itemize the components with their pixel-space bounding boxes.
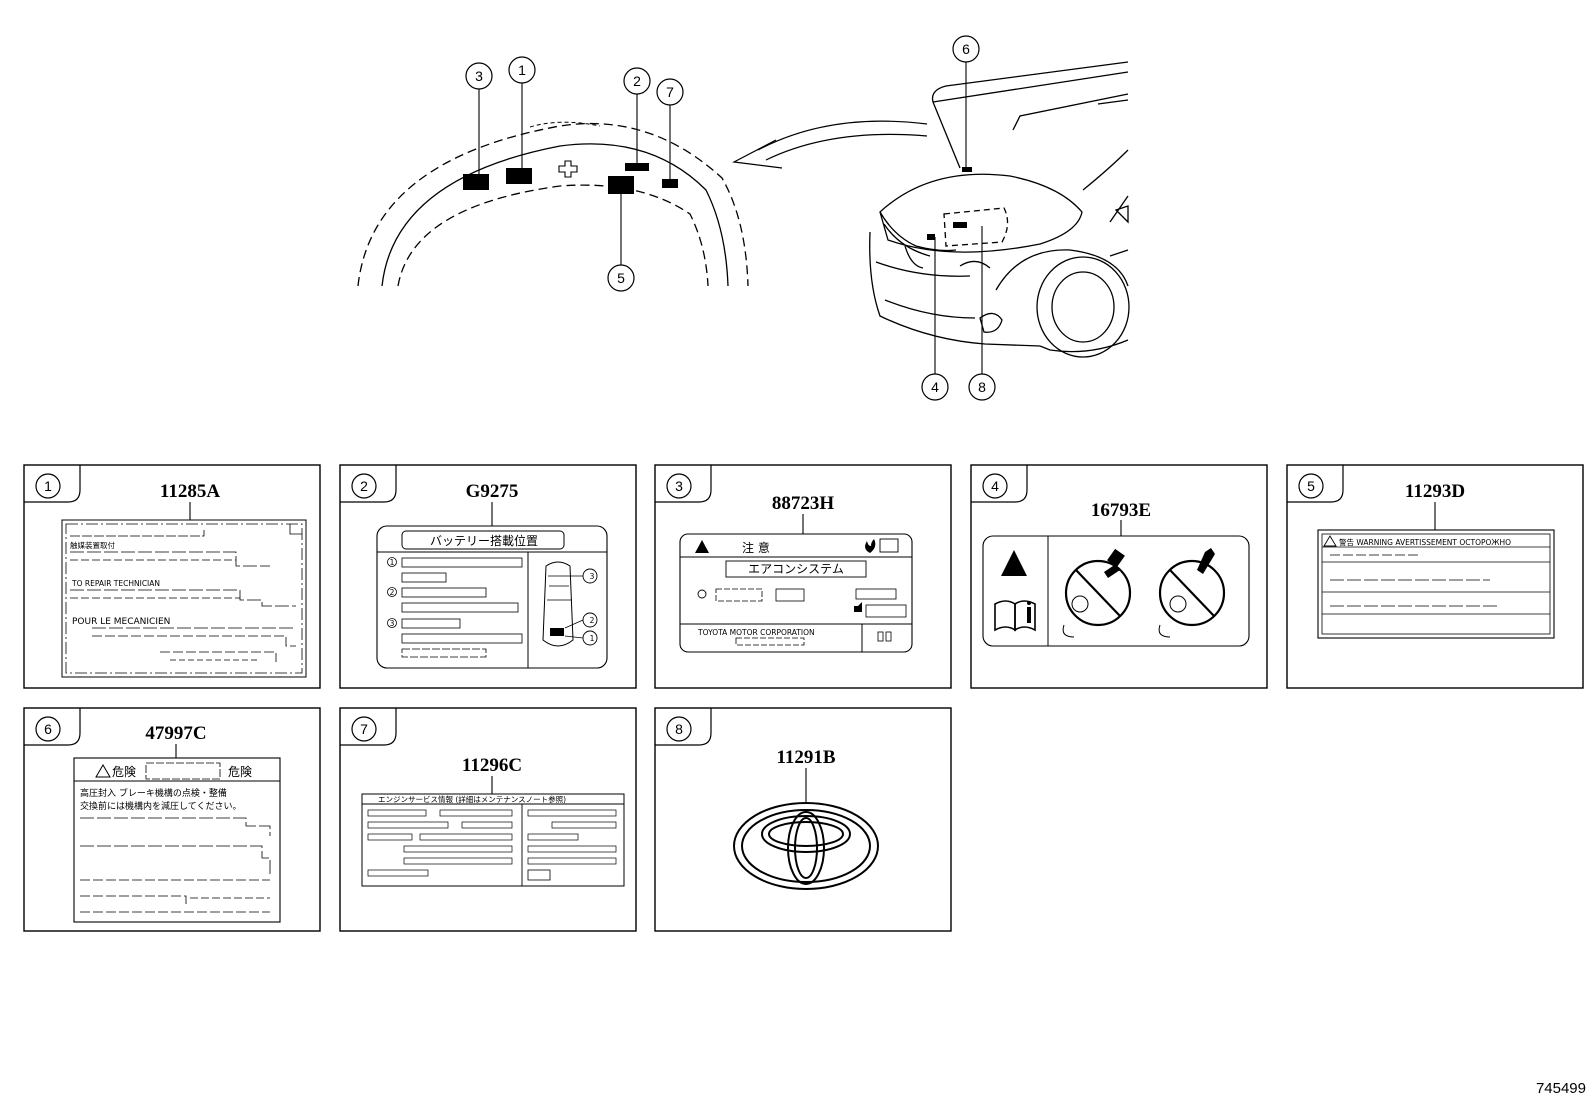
svg-text:5: 5 <box>1307 478 1315 494</box>
svg-text:3: 3 <box>390 619 395 628</box>
svg-text:47997C: 47997C <box>145 723 206 744</box>
label-11285A <box>61 519 307 678</box>
part-panel-2: 2 G9275 <box>339 464 637 689</box>
svg-text:3: 3 <box>475 68 483 84</box>
car-front-view <box>869 61 1130 358</box>
callout-circle-1: 1 <box>508 56 536 84</box>
label-G9275 <box>376 525 608 669</box>
warning-triangle-icon <box>95 764 111 778</box>
svg-text:危険: 危険 <box>228 765 252 779</box>
callout-circle-6: 6 <box>952 35 980 63</box>
svg-text:3: 3 <box>590 572 595 581</box>
hood-underside-view <box>357 121 749 287</box>
marker-7 <box>662 179 678 188</box>
svg-text:1: 1 <box>518 62 526 78</box>
svg-text:6: 6 <box>44 721 52 737</box>
label-11296C <box>361 793 625 887</box>
warning-triangle-icon <box>1323 535 1337 547</box>
warning-triangle-icon <box>1001 550 1027 576</box>
svg-text:2: 2 <box>633 73 641 89</box>
svg-text:2: 2 <box>590 616 595 625</box>
callout-circle-2: 2 <box>623 67 651 95</box>
svg-text:バッテリー搭載位置: バッテリー搭載位置 <box>430 533 538 548</box>
part-panel-3: 3 88723H 注 意 エアコンシステム TOYOTA MOTOR CORPO… <box>654 464 952 689</box>
svg-text:危険: 危険 <box>112 765 136 779</box>
marker-3 <box>463 174 489 190</box>
svg-text:POUR LE MECANICIEN: POUR LE MECANICIEN <box>72 617 170 627</box>
svg-text:6: 6 <box>962 41 970 57</box>
callout-circle-8: 8 <box>968 373 996 401</box>
label-11293D <box>1317 529 1555 639</box>
svg-text:TOYOTA MOTOR CORPORATION: TOYOTA MOTOR CORPORATION <box>697 628 815 637</box>
svg-text:8: 8 <box>675 721 683 737</box>
svg-text:11293D: 11293D <box>1405 481 1465 502</box>
svg-text:2: 2 <box>360 478 368 494</box>
part-panel-4: 4 16793E <box>970 464 1268 689</box>
callout-circle-3: 3 <box>465 62 493 90</box>
svg-text:4: 4 <box>991 478 999 494</box>
marker-5 <box>608 176 634 194</box>
svg-text:TO REPAIR TECHNICIAN: TO REPAIR TECHNICIAN <box>71 579 160 588</box>
label-47997C <box>73 757 281 923</box>
svg-text:1: 1 <box>44 478 52 494</box>
svg-text:11285A: 11285A <box>160 481 220 502</box>
svg-text:7: 7 <box>666 84 674 100</box>
spray-nozzle-icon <box>1104 548 1125 578</box>
arrow-icon <box>732 120 928 169</box>
callout-circle-7: 7 <box>656 78 684 106</box>
marker-8 <box>953 222 967 228</box>
svg-text:1: 1 <box>390 558 395 567</box>
svg-text:11291B: 11291B <box>776 747 835 768</box>
svg-text:16793E: 16793E <box>1091 500 1151 521</box>
part-panel-5: 5 11293D 警告 WARNING AVERTISSEMENT OCTOPO… <box>1286 464 1584 689</box>
hood-leader-lines <box>478 82 671 266</box>
part-panel-1: 1 11285A 触媒装置取付 TO REPAIR TECHNICIAN POU… <box>23 464 321 689</box>
callout-circle-5: 5 <box>607 264 635 292</box>
svg-text:3: 3 <box>675 478 683 494</box>
hood-label-markers <box>463 163 678 194</box>
part-panel-8: 8 11291B <box>654 707 952 932</box>
marker-1 <box>506 168 532 184</box>
svg-text:交換前には機構内を減圧してください。: 交換前には機構内を減圧してください。 <box>80 800 241 812</box>
warning-triangle-icon <box>695 540 709 553</box>
marker-4 <box>927 234 935 240</box>
svg-text:G9275: G9275 <box>466 481 519 502</box>
reference-id: 745499 <box>1536 1080 1586 1097</box>
svg-text:2: 2 <box>390 588 395 597</box>
svg-text:11296C: 11296C <box>462 755 522 776</box>
part-panel-6: 6 47997C 危険 危険 高圧封入 ブレーキ機構の点検・整備 交換前には機構… <box>23 707 321 932</box>
flame-icon <box>865 539 876 553</box>
svg-text:7: 7 <box>360 721 368 737</box>
manual-book-icon <box>994 600 1036 632</box>
spray-can-icon <box>1197 548 1215 574</box>
svg-text:警告 WARNING AVERTISSEMENT OCTOP: 警告 WARNING AVERTISSEMENT OCTOPOЖНО <box>1339 537 1511 547</box>
svg-text:高圧封入 ブレーキ機構の点検・整備: 高圧封入 ブレーキ機構の点検・整備 <box>80 787 227 799</box>
marker-2 <box>625 163 649 171</box>
marker-6 <box>962 167 972 172</box>
svg-text:5: 5 <box>617 270 625 286</box>
car-label-markers <box>927 167 972 240</box>
callout-circle-4: 4 <box>921 373 949 401</box>
part-panel-7: 7 11296C エンジンサービス情報 (詳細はメンテナンスノート参照) <box>339 707 637 932</box>
svg-text:8: 8 <box>978 379 986 395</box>
svg-text:4: 4 <box>931 379 939 395</box>
svg-text:エンジンサービス情報 (詳細はメンテナンスノート参照): エンジンサービス情報 (詳細はメンテナンスノート参照) <box>378 794 566 804</box>
svg-text:1: 1 <box>590 634 595 643</box>
label-16793E <box>982 535 1250 647</box>
car-leader-lines <box>934 62 983 374</box>
battery-marker <box>550 628 564 636</box>
oilcan-icon <box>840 602 862 612</box>
toyota-emblem-icon <box>733 802 879 890</box>
svg-text:88723H: 88723H <box>772 493 835 514</box>
svg-text:触媒装置取付: 触媒装置取付 <box>70 540 115 550</box>
svg-text:エアコンシステム: エアコンシステム <box>748 562 844 576</box>
svg-text:注 意: 注 意 <box>742 540 770 555</box>
label-88723H <box>679 533 913 653</box>
